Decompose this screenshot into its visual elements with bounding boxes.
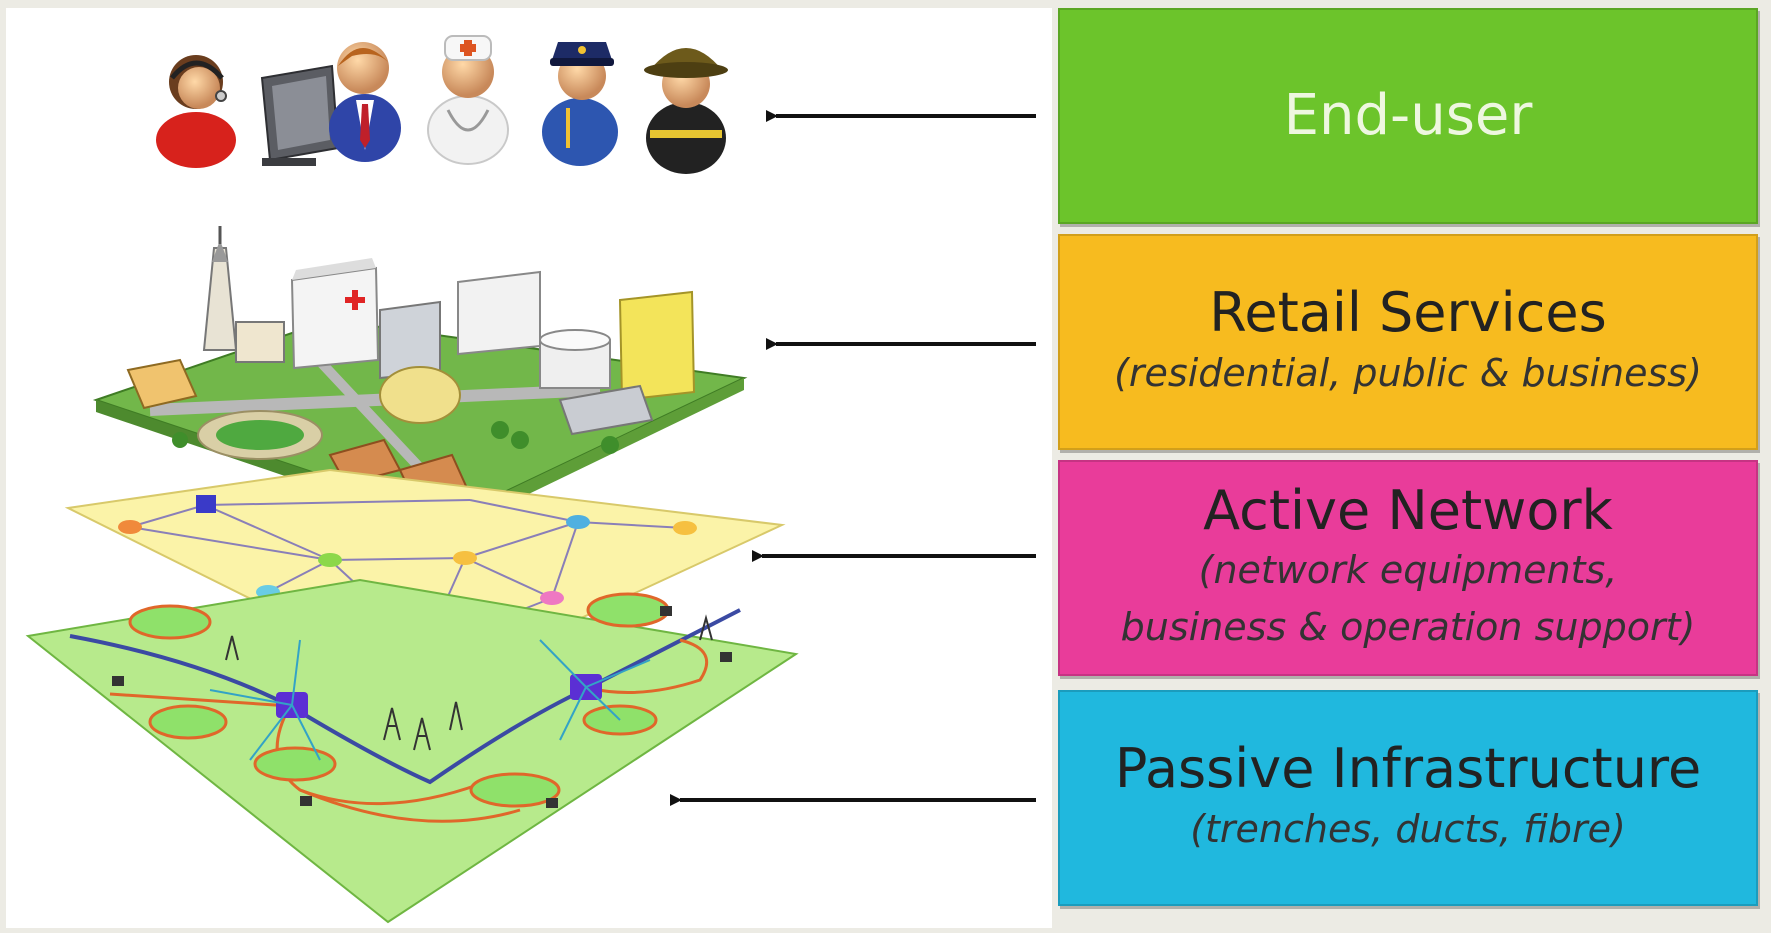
firefighter-icon <box>644 48 728 174</box>
active-network-subtitle-line2: business & operation support) <box>1120 605 1696 650</box>
active-network-title: Active Network <box>1203 478 1613 542</box>
retail-services-subtitle: (residential, public & business) <box>1114 350 1702 395</box>
passive-infrastructure-plane-illustration <box>25 578 799 924</box>
users-group <box>156 35 728 174</box>
man-at-computer-icon <box>260 42 401 166</box>
end-user-title: End-user <box>1283 82 1533 148</box>
passive-infrastructure-box: Passive Infrastructure (trenches, ducts,… <box>1058 690 1758 906</box>
police-officer-icon <box>542 42 618 166</box>
passive-infrastructure-subtitle: (trenches, ducts, fibre) <box>1190 806 1626 851</box>
woman-with-headset-icon <box>156 55 236 168</box>
retail-services-title: Retail Services <box>1209 281 1607 345</box>
active-network-box: Active Network (network equipments, busi… <box>1058 460 1758 676</box>
arrows-group <box>670 110 1036 806</box>
active-network-subtitle-line1: (network equipments, <box>1198 548 1618 593</box>
end-user-box: End-user <box>1058 8 1758 224</box>
doctor-icon <box>427 35 509 165</box>
retail-services-box: Retail Services (residential, public & b… <box>1058 234 1758 450</box>
passive-infrastructure-title: Passive Infrastructure <box>1114 737 1702 801</box>
